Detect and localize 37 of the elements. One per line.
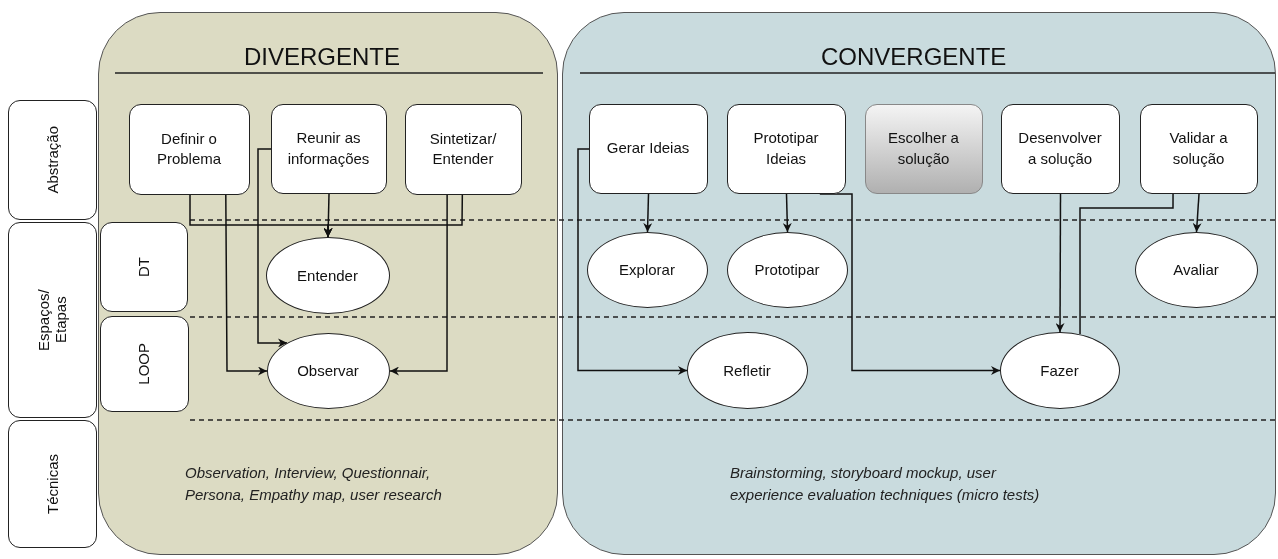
highlighted-step-box: Escolher a solução	[864, 103, 983, 194]
stage-ellipse: Fazer	[999, 331, 1120, 409]
techniques-text: Brainstorming, storyboard mockup, user experience evaluation techniques (micro tests)	[730, 463, 1040, 505]
arrow	[389, 194, 448, 376]
stage-ellipse: Entender	[265, 236, 390, 314]
stage-ellipse: Prototipar	[726, 231, 848, 308]
step-box: Reunir as informações	[270, 103, 387, 194]
arrow	[323, 194, 464, 238]
phase-heading: DIVERGENTE	[244, 43, 401, 71]
step-box: Validar a solução	[1139, 103, 1258, 194]
arrow	[1055, 193, 1065, 333]
step-box: Sintetizar/ Entender	[404, 103, 522, 195]
row-label-box: Espaços/ Etapas	[8, 222, 97, 418]
phase-heading: CONVERGENTE	[821, 43, 1007, 71]
row-label-box: LOOP	[99, 315, 189, 412]
row-label-box: Técnicas	[8, 420, 97, 548]
step-box: Gerar Ideias	[588, 103, 708, 194]
techniques-text: Observation, Interview, Questionnair, Persona, Empathy map, user research	[185, 463, 443, 505]
arrow	[1192, 193, 1202, 233]
connector-line	[1079, 193, 1174, 335]
step-box: Definir o Problema	[128, 103, 250, 195]
arrow	[225, 194, 268, 376]
row-label-box: DT	[99, 221, 188, 312]
stage-ellipse: Refletir	[686, 331, 808, 409]
stage-ellipse: Observar	[266, 332, 390, 409]
row-label-box: Abstração	[8, 100, 97, 220]
arrow	[257, 148, 288, 348]
phase-panel	[562, 12, 1276, 555]
arrow	[577, 148, 688, 375]
arrow	[782, 193, 792, 233]
arrow	[643, 193, 653, 233]
stage-ellipse: Avaliar	[1134, 231, 1258, 308]
step-box: Desenvolver a solução	[1000, 103, 1120, 194]
arrow	[819, 193, 1001, 375]
phase-panel	[98, 12, 558, 555]
stage-ellipse: Explorar	[586, 231, 708, 308]
step-box: Prototipar Ideias	[726, 103, 846, 194]
